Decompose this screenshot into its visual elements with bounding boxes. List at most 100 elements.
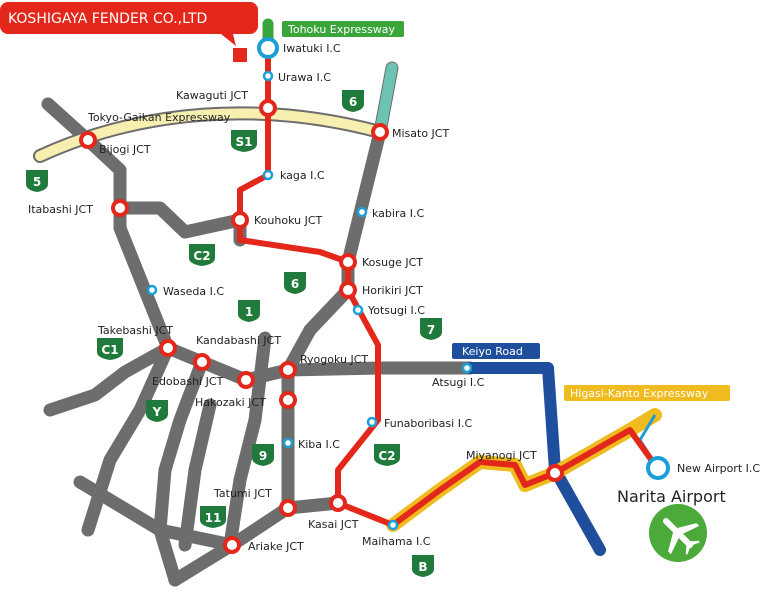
label-kasai: Kasai JCT [308,518,359,531]
svg-text:C1: C1 [101,343,118,357]
label-waseda: Waseda I.C [163,285,224,298]
label-misato: Misato JCT [392,127,449,140]
kosuge-jct-marker [339,253,357,271]
svg-text:C2: C2 [193,249,210,263]
airplane-icon [649,504,707,562]
urawa-ic-marker [262,70,274,82]
shield-s1: S1 [231,130,257,152]
waseda-ic-marker [146,284,158,296]
itabashi-jct-marker [111,199,129,217]
misato-jct-marker [371,123,389,141]
ryogoku-jct-marker [279,361,297,379]
svg-text:6: 6 [349,95,357,109]
shield-6-mid: 6 [284,272,306,294]
label-kosuge: Kosuge JCT [362,256,423,269]
shield-y: Y [146,400,168,422]
shield-11: 11 [200,506,226,528]
road-kandabashi-south [153,355,209,587]
narita-airport-label: Narita Airport [617,487,726,506]
label-funaboribasi: Funaboribasi I.C [384,417,472,430]
svg-text:C2: C2 [378,449,395,463]
ic-markers [146,70,473,531]
road-c2-west [113,201,247,239]
shield-c2-west: C2 [189,244,215,266]
label-kabira: kabira I.C [372,207,424,220]
funaboribasi-ic-marker [366,416,378,428]
shield-c2-east: C2 [374,444,400,466]
kawaguti-jct-marker [259,99,277,117]
svg-text:1: 1 [245,305,253,319]
misato-teal-road [374,62,398,138]
keiyo-badge: Keiyo Road [452,343,540,359]
company-name: KOSHIGAYA FENDER CO.,LTD [8,11,207,27]
svg-text:11: 11 [205,511,222,525]
svg-text:S1: S1 [236,135,253,149]
label-maihama: Maihama I.C [362,535,431,548]
kabira-ic-marker [356,206,368,218]
label-ryogoku: Ryogoku JCT [300,353,368,366]
svg-text:5: 5 [33,175,41,189]
kiba-ic-marker [282,437,294,449]
label-kawaguti: Kawaguti JCT [176,89,248,102]
kanto-badge: Higasi-Kanto Expressway [564,385,730,401]
road-central-south [223,331,272,552]
atsugi-ic-marker [461,362,473,374]
label-gaikan: Tokyo-Gaikan Expressway [87,111,231,124]
route-shields: 6 5 S1 C2 6 1 7 C1 Y 9 C2 11 B [26,90,442,577]
keiyo-road [464,362,606,556]
label-iwatuki: Iwatuki I.C [283,42,341,55]
maihama-ic-marker [387,519,399,531]
road-central-loop [161,341,295,515]
tohoku-label: Tohoku Expressway [287,23,395,36]
label-tatumi: Tatumi JCT [213,487,272,500]
label-miyanogi: Miyanogi JCT [466,449,537,462]
svg-text:Y: Y [152,405,162,419]
label-hakozaki: Hakozaki JCT [195,396,266,409]
recommended-route [237,45,658,528]
kanto-label: Higasi-Kanto Expressway [570,387,709,400]
label-new-airport: New Airport I.C [677,462,760,475]
label-edobashi: Edobashi JCT [152,375,224,388]
tatumi-jct-marker [279,499,297,517]
kasai-jct-marker [329,494,347,512]
road-bay-west [73,475,239,552]
company-location-marker [233,48,247,62]
kanto-expressway-west [386,455,562,532]
road-inner-south [178,398,217,552]
tohoku-badge: Tohoku Expressway [282,21,404,37]
jct-markers [79,99,564,554]
label-kouhoku: Kouhoku JCT [254,214,322,227]
yotsugi-ic-marker [352,304,364,316]
shield-9: 9 [252,444,274,466]
shield-b: B [412,555,434,577]
shield-6-north: 6 [342,90,364,112]
shield-5: 5 [26,170,48,192]
miyanogi-jct-marker [546,464,564,482]
shield-7: 7 [420,318,442,340]
label-kiba: Kiba I.C [298,438,340,451]
label-itabashi: Itabashi JCT [28,203,93,216]
company-callout: KOSHIGAYA FENDER CO.,LTD [0,2,258,62]
svg-text:9: 9 [259,449,267,463]
kaga-ic-marker [262,169,274,181]
label-urawa: Urawa I.C [278,71,331,84]
label-takebashi: Takebashi JCT [97,324,173,337]
iwatuki-ic-marker [257,37,279,59]
shield-1: 1 [238,300,260,322]
ariake-jct-marker [223,536,241,554]
new-airport-ic-marker [646,456,670,480]
label-yotsugi: Yotsugi I.C [367,304,425,317]
label-ariake: Ariake JCT [248,540,304,553]
label-kandabashi: Kandabashi JCT [196,334,281,347]
svg-text:B: B [418,560,427,574]
label-bijogi: Bijogi JCT [99,143,151,156]
hakozaki-jct-marker [279,391,297,409]
kandabashi-jct-marker [193,353,211,371]
label-atsugi: Atsugi I.C [432,376,485,389]
shield-c1: C1 [97,338,123,360]
label-kaga: kaga I.C [280,169,325,182]
svg-text:6: 6 [291,277,299,291]
place-labels: Iwatuki I.C Urawa I.C Kawaguti JCT Tokyo… [28,42,760,553]
